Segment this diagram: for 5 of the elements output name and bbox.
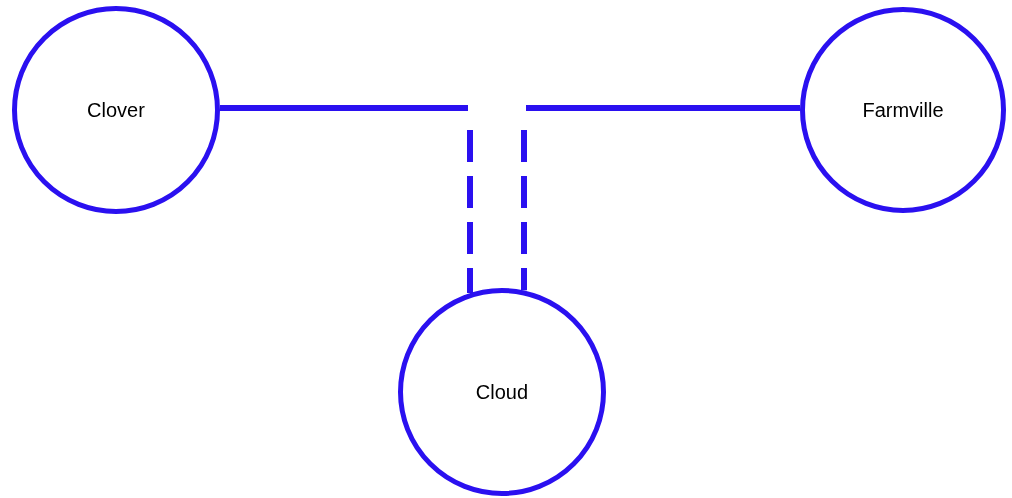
node-label: Clover [87,98,145,122]
connector-line [220,105,473,294]
connector-line [521,105,800,291]
node-label: Cloud [475,380,529,404]
node-label: Farmville [862,98,944,122]
